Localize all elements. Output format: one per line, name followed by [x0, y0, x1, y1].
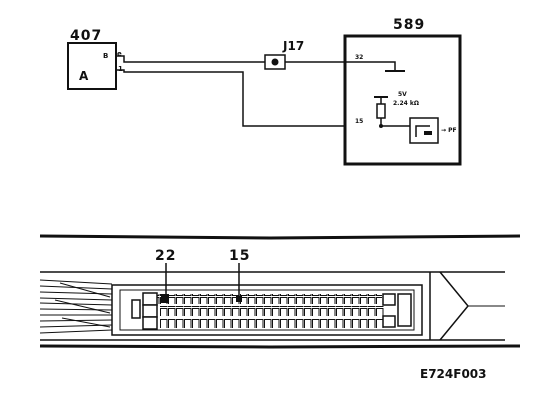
pin-row-bottom: [160, 318, 384, 328]
pin-row-middle: [160, 306, 384, 316]
pin-15-label: 15: [229, 248, 250, 264]
component-589-box: [343, 34, 462, 166]
input-stage-mark: [424, 131, 432, 135]
end-cap-chevron: [439, 271, 469, 341]
wire-upper-left: [116, 55, 265, 63]
wire-lower: [116, 69, 345, 127]
schematic: 407 A B e 1 J17 589 32 5V 2.24 kΩ 15: [67, 17, 462, 166]
component-407-pin-a-mark: e: [117, 50, 122, 58]
pin-row-top: [150, 294, 382, 304]
housing-top-edge: [39, 234, 521, 240]
wire-bundle: [39, 279, 113, 334]
output-label: → PF: [441, 127, 457, 134]
connector-j17-contact: [271, 58, 279, 66]
supply-voltage-label: 5V: [398, 91, 407, 98]
component-589-pin-15: 15: [355, 118, 363, 125]
housing-bottom-edge: [39, 344, 521, 349]
resistor-value-label: 2.24 kΩ: [393, 100, 419, 107]
pin-15-marker: [236, 296, 242, 302]
resistor-symbol: [376, 103, 386, 119]
component-407-pin-b: B: [103, 52, 108, 60]
pin-22-marker: [161, 294, 169, 303]
pin-corner-br: [382, 315, 396, 328]
component-589-pin-32: 32: [355, 54, 363, 61]
pin-corner-ml: [142, 304, 158, 318]
connector-latch-left: [131, 299, 141, 319]
pin-corner-tl: [142, 292, 158, 306]
component-407-label: 407: [70, 28, 102, 44]
input-stage-box: [409, 117, 439, 144]
input-stage-symbol: [415, 125, 430, 137]
component-407-inner-label: A: [79, 69, 89, 83]
pin-corner-bl: [142, 316, 158, 330]
connector-j17-label: J17: [282, 39, 304, 53]
pin-22-label: 22: [155, 248, 176, 264]
component-407-pin-1: 1: [118, 65, 123, 73]
pin-corner-tr: [382, 293, 396, 306]
connector-view: 22 15: [39, 234, 521, 349]
component-407-box: [67, 42, 117, 90]
component-589-label: 589: [393, 17, 425, 33]
figure-code: E724F003: [420, 367, 487, 381]
ground-wire: [345, 61, 396, 70]
connector-latch-right: [397, 293, 412, 327]
